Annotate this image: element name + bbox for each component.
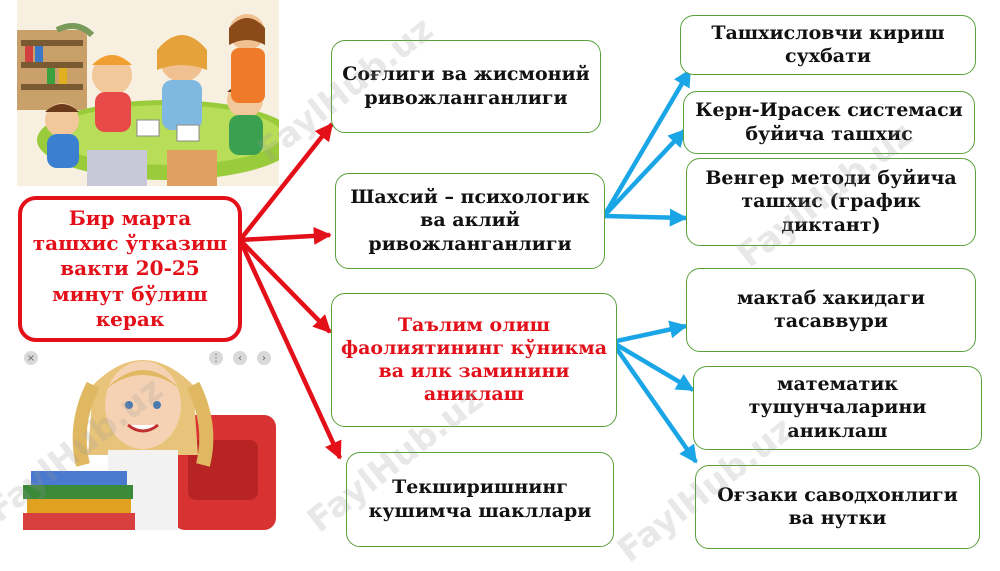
arrow-to-learning — [238, 238, 332, 334]
close-icon[interactable]: × — [24, 351, 38, 365]
arrow-to-speech — [610, 340, 698, 464]
box-interview: Ташхисловчи кириш сухбати — [680, 15, 976, 75]
arrow-to-venger — [603, 208, 688, 227]
box-school-notion: мактаб хакидаги тасаввури — [686, 268, 976, 352]
box-extra-forms: Текширишнинг кушимча шакллари — [346, 452, 614, 547]
arrow-to-psych — [239, 226, 332, 245]
arrow-to-extra — [237, 239, 343, 460]
chevron-left-icon[interactable]: ‹ — [233, 351, 247, 365]
box-speech: Оғзаки саводхонлиги ва нутки — [695, 465, 980, 549]
girl-with-books-photo: × ⋮ ‹ › — [23, 345, 276, 530]
box-venger: Венгер методи буйича ташхис (график дикт… — [686, 158, 976, 246]
box-math: математик тушунчаларини аниклаш — [693, 366, 982, 450]
arrow-to-math — [610, 340, 695, 392]
box-psychological: Шахсий – психологик ва аклий ривожланган… — [335, 173, 605, 269]
session-duration-box: Бир марта ташхис ўтказиш вакти 20-25 мин… — [18, 196, 242, 342]
box-learning-skills: Таълим олиш фаолиятининг кўникма ва илк … — [331, 293, 617, 427]
chevron-right-icon[interactable]: › — [257, 351, 271, 365]
arrow-to-interview — [602, 68, 692, 218]
box-health: Соғлиги ва жисмоний ривожланганлиги — [331, 40, 601, 133]
arrow-to-school — [611, 320, 688, 345]
more-icon[interactable]: ⋮ — [209, 351, 223, 365]
arrow-to-health — [238, 122, 334, 242]
box-kern-irasek: Керн-Ирасек системаси буйича ташхис — [683, 91, 975, 154]
classroom-illustration — [17, 0, 279, 186]
arrow-to-kern — [602, 128, 687, 218]
